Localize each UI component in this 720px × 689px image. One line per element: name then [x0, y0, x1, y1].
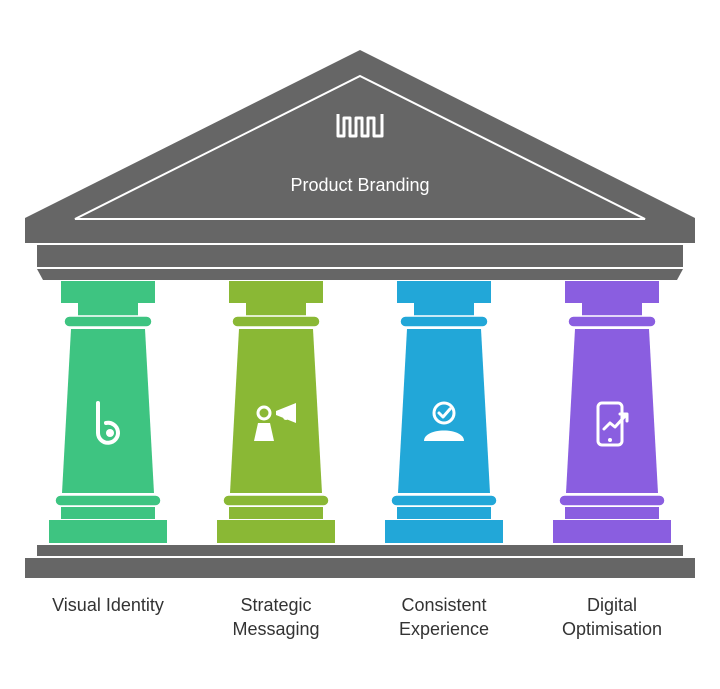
- brand-b-icon: [96, 401, 120, 445]
- pillar-ring-top: [567, 315, 657, 328]
- pillar-capital: [229, 281, 323, 303]
- pillar-3: [385, 281, 503, 543]
- pillar-plinth: [385, 520, 503, 543]
- pillar-ring-top: [231, 315, 321, 328]
- pillar-label-line: Consistent: [401, 595, 487, 615]
- pillar-label-line: Digital: [586, 595, 638, 615]
- pillar-label-line: Experience: [398, 619, 490, 639]
- pillar-1: [49, 281, 167, 543]
- pillar-label-line: Strategic: [240, 595, 312, 615]
- pillar-ring-bottom: [222, 494, 330, 507]
- roof-inner-outline: [74, 74, 646, 220]
- pillar-label-line: Optimisation: [561, 619, 663, 639]
- verified-user-icon: [424, 401, 464, 441]
- pillar-label: Visual Identity: [28, 593, 188, 617]
- pillar-shaft: [62, 329, 154, 493]
- pillar-label-line: Visual Identity: [52, 595, 164, 615]
- pillar-shaft: [398, 329, 490, 493]
- pillar-capital: [565, 281, 659, 303]
- megaphone-person-icon: [254, 403, 296, 441]
- roof: [25, 50, 695, 243]
- pillars: [49, 281, 671, 543]
- pillar-ring-top: [63, 315, 153, 328]
- pillar-foot: [565, 507, 659, 519]
- architrave-lower: [37, 269, 683, 280]
- pillar-ring-bottom: [390, 494, 498, 507]
- base-step-top: [37, 545, 683, 556]
- brand-logo-icon: [336, 114, 384, 138]
- pillar-plinth: [217, 520, 335, 543]
- pillar-neck: [78, 303, 138, 316]
- pillar-plinth: [553, 520, 671, 543]
- pillar-ring-bottom: [558, 494, 666, 507]
- page-title: Product Branding: [290, 175, 429, 195]
- pillar-capital: [397, 281, 491, 303]
- pillar-2: [217, 281, 335, 543]
- pillar-plinth: [49, 520, 167, 543]
- pillar-neck: [582, 303, 642, 316]
- phone-growth-icon: [596, 401, 629, 447]
- pillar-neck: [246, 303, 306, 316]
- base-step-bottom: [25, 558, 695, 578]
- architrave: [37, 245, 683, 267]
- pillar-foot: [397, 507, 491, 519]
- pillar-ring-bottom: [54, 494, 162, 507]
- pillar-ring-top: [399, 315, 489, 328]
- pillar-neck: [414, 303, 474, 316]
- pillar-foot: [61, 507, 155, 519]
- pillar-label-line: Messaging: [232, 619, 320, 639]
- pillar-4: [553, 281, 671, 543]
- pillar-foot: [229, 507, 323, 519]
- pillar-shaft: [566, 329, 658, 493]
- pillar-capital: [61, 281, 155, 303]
